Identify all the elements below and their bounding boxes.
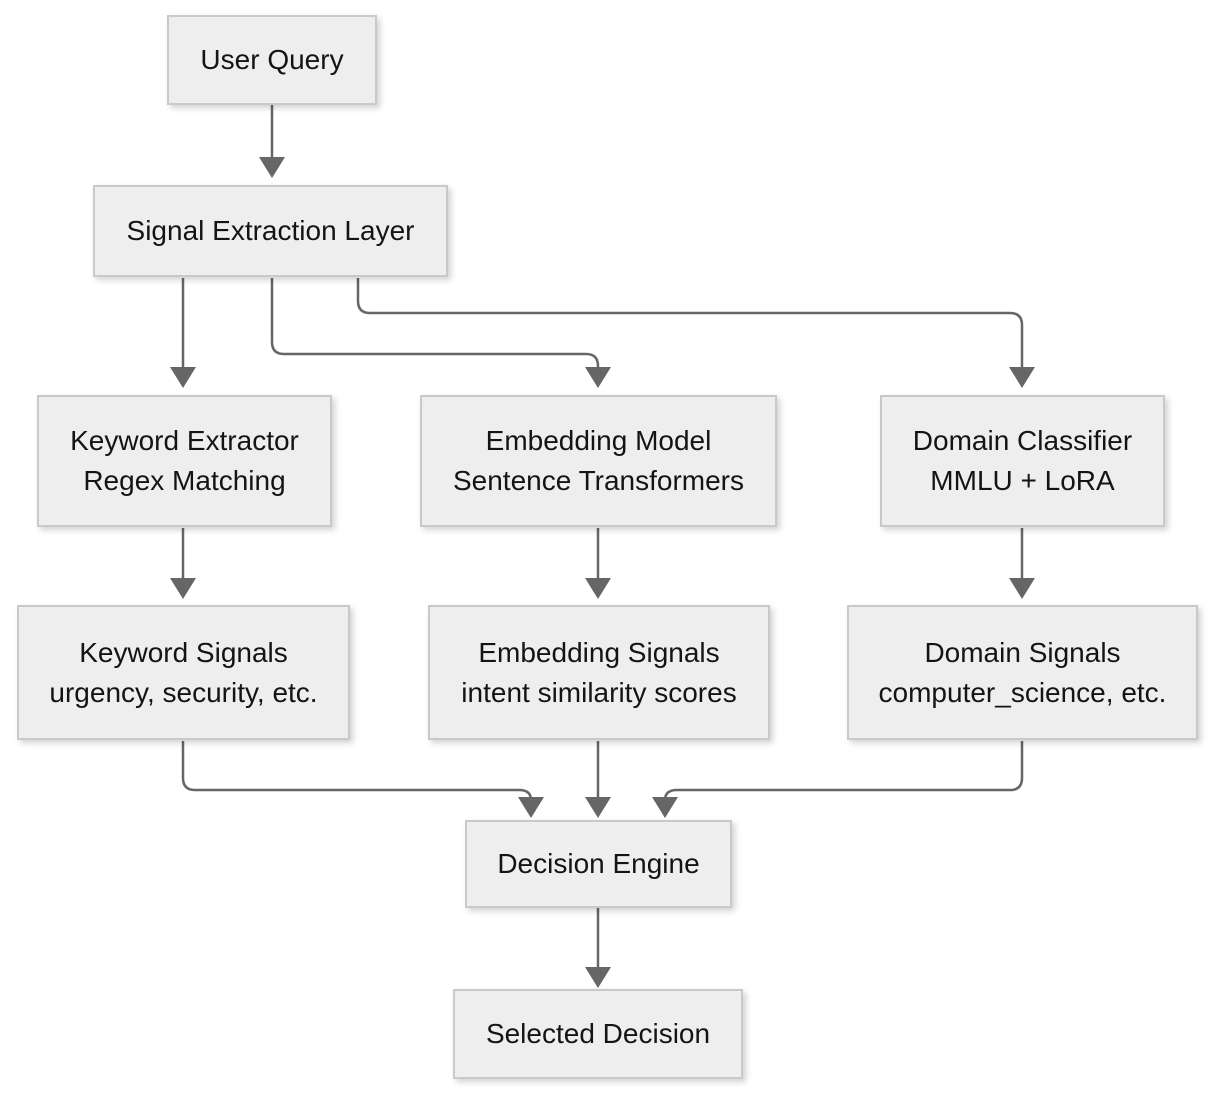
- node-label: Signal Extraction Layer: [126, 215, 415, 246]
- arrowhead-icon: [585, 967, 611, 988]
- edge-keyword-signals-to-decision-engine: [181, 741, 533, 801]
- node-label: Embedding Signals: [478, 636, 720, 668]
- node-signal-extraction-layer: Signal Extraction Layer: [93, 185, 448, 277]
- node-sublabel: Sentence Transformers: [452, 465, 745, 496]
- node-sublabel: urgency, security, etc.: [49, 676, 318, 708]
- node-domain-classifier: Domain Classifier MMLU + LoRA: [880, 395, 1165, 527]
- node-user-query: User Query: [167, 15, 377, 105]
- node-domain-signals: Domain Signals computer_science, etc.: [847, 605, 1198, 740]
- node-label: User Query: [200, 44, 344, 75]
- node-sublabel: computer_science, etc.: [878, 676, 1167, 708]
- node-label: Domain Classifier: [912, 425, 1133, 456]
- arrowhead-icon: [170, 367, 196, 388]
- node-keyword-extractor: Keyword Extractor Regex Matching: [37, 395, 332, 527]
- node-label: Keyword Signals: [79, 636, 288, 668]
- arrowhead-icon: [1009, 367, 1035, 388]
- arrowhead-icon: [518, 797, 544, 818]
- edge-signal-extraction-to-embedding-model: [270, 278, 600, 369]
- node-sublabel: intent similarity scores: [461, 676, 737, 708]
- node-label: Keyword Extractor: [70, 425, 299, 456]
- node-sublabel: MMLU + LoRA: [930, 465, 1115, 496]
- edge-signal-extraction-to-domain-classifier: [356, 278, 1024, 368]
- arrowhead-icon: [652, 797, 678, 818]
- arrowhead-icon: [585, 797, 611, 818]
- node-label: Embedding Model: [485, 425, 712, 456]
- node-embedding-signals: Embedding Signals intent similarity scor…: [428, 605, 770, 740]
- arrowhead-icon: [585, 578, 611, 599]
- node-label: Domain Signals: [924, 636, 1121, 668]
- edge-domain-signals-to-decision-engine: [663, 741, 1024, 801]
- node-label: Decision Engine: [497, 848, 700, 879]
- node-label: Selected Decision: [485, 1018, 711, 1049]
- node-selected-decision: Selected Decision: [453, 989, 743, 1079]
- node-embedding-model: Embedding Model Sentence Transformers: [420, 395, 777, 527]
- arrowhead-icon: [170, 578, 196, 599]
- arrowhead-icon: [259, 157, 285, 178]
- node-decision-engine: Decision Engine: [465, 820, 732, 908]
- node-keyword-signals: Keyword Signals urgency, security, etc.: [17, 605, 350, 740]
- node-sublabel: Regex Matching: [83, 465, 286, 496]
- arrowhead-icon: [585, 367, 611, 388]
- arrowhead-icon: [1009, 578, 1035, 599]
